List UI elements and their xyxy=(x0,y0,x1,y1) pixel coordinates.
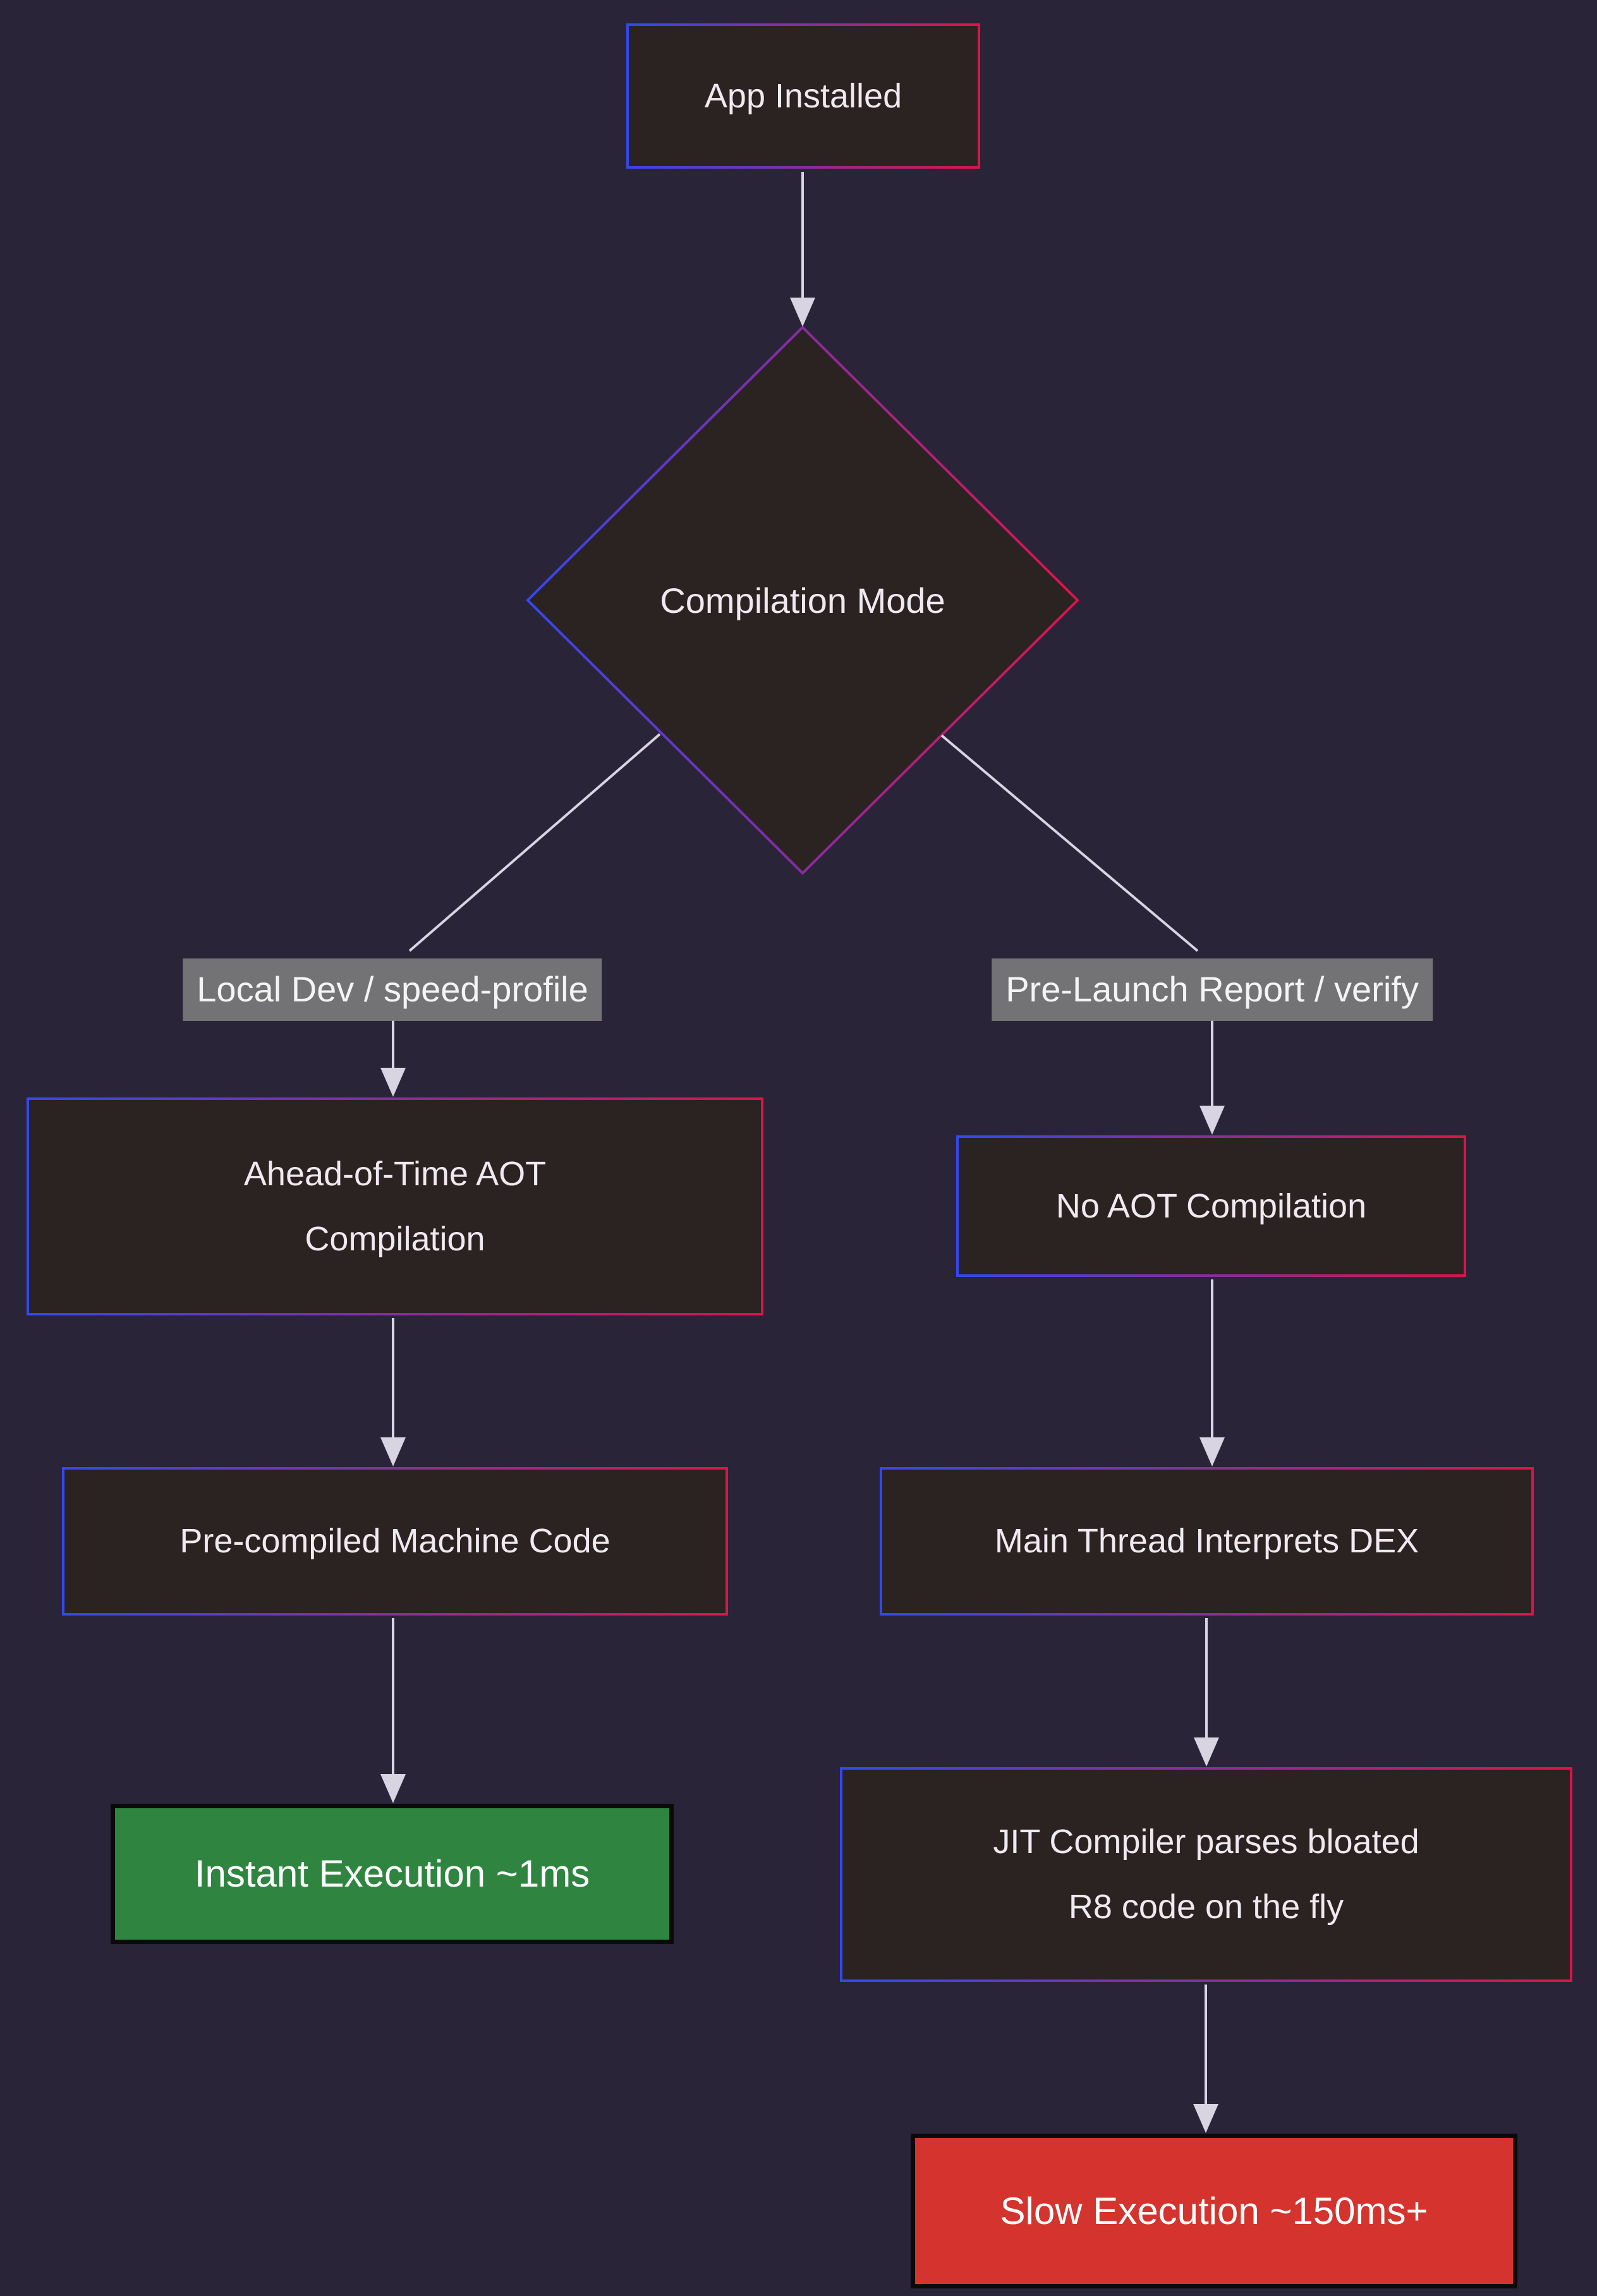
node-main-thread: Main Thread Interprets DEX xyxy=(880,1467,1534,1616)
node-instant-execution-label: Instant Execution ~1ms xyxy=(194,1852,590,1895)
node-jit-compiler-line1: JIT Compiler parses bloated xyxy=(993,1823,1419,1861)
node-no-aot-label: No AOT Compilation xyxy=(1055,1187,1367,1225)
node-main-thread-label: Main Thread Interprets DEX xyxy=(994,1522,1419,1561)
node-slow-execution: Slow Execution ~150ms+ xyxy=(911,2134,1517,2288)
node-app-installed: App Installed xyxy=(626,23,980,169)
node-compilation-mode: Compilation Mode xyxy=(622,559,983,641)
node-jit-compiler-line2: R8 code on the fly xyxy=(1068,1888,1344,1926)
node-no-aot: No AOT Compilation xyxy=(956,1135,1466,1277)
node-compilation-mode-label: Compilation Mode xyxy=(660,580,945,620)
node-aot-compilation-line2: Compilation xyxy=(305,1219,485,1258)
edge-label-local-dev-text: Local Dev / speed-profile xyxy=(197,969,588,1009)
edge-label-pre-launch: Pre-Launch Report / verify xyxy=(992,958,1433,1021)
edge-label-pre-launch-text: Pre-Launch Report / verify xyxy=(1005,969,1419,1009)
node-slow-execution-label: Slow Execution ~150ms+ xyxy=(1000,2189,1428,2232)
node-precompiled: Pre-compiled Machine Code xyxy=(62,1467,728,1616)
node-aot-compilation-line1: Ahead-of-Time AOT xyxy=(243,1154,547,1193)
node-app-installed-label: App Installed xyxy=(704,76,902,115)
edge-diamond-to-prelaunch-label xyxy=(940,734,1199,952)
edge-label-local-dev: Local Dev / speed-profile xyxy=(183,958,602,1021)
node-aot-compilation: Ahead-of-Time AOT Compilation xyxy=(27,1097,763,1315)
edge-diamond-to-local-label xyxy=(408,733,661,952)
node-jit-compiler: JIT Compiler parses bloated R8 code on t… xyxy=(840,1767,1572,1982)
node-instant-execution: Instant Execution ~1ms xyxy=(111,1804,674,1944)
node-precompiled-label: Pre-compiled Machine Code xyxy=(179,1522,610,1561)
